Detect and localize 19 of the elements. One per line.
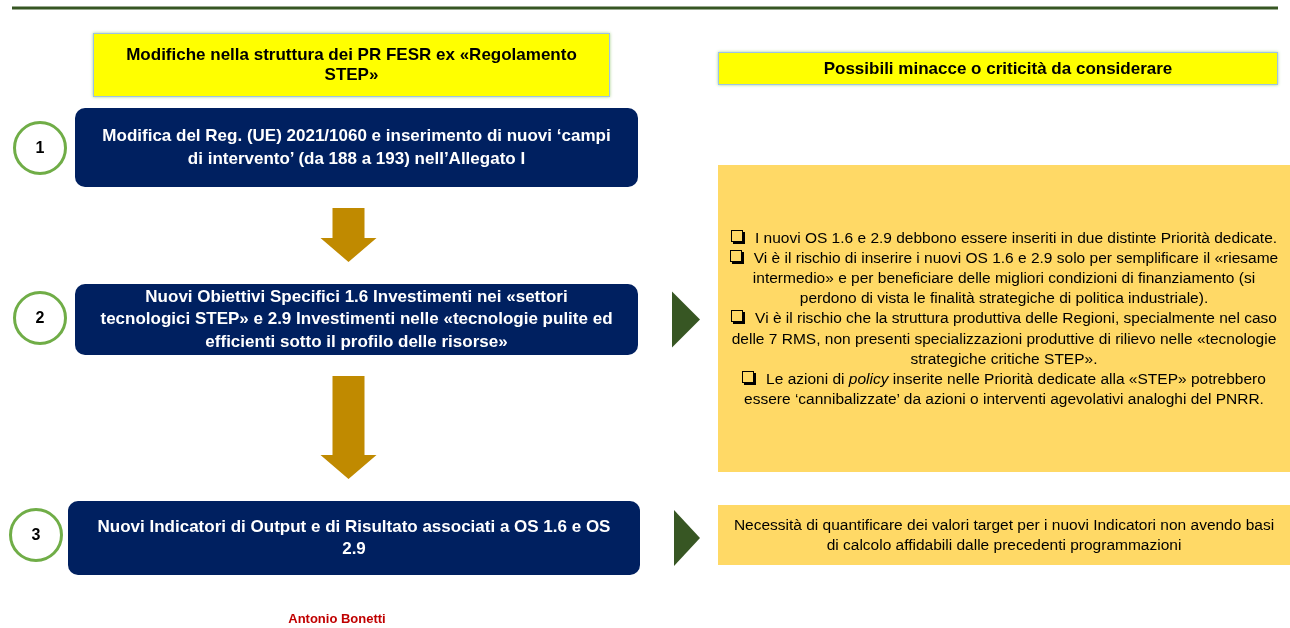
bullet-text: Le azioni di policy inserite nelle Priorità dedicate alla «STEP» potrebbero essere ‘cannibalizzate’ da azioni o interventi agevolativi analoghi del PNRR. xyxy=(741,368,1267,409)
bullet-text: Vi è il rischio di inserire i nuovi OS 1.6 e 2.9 solo per semplificare il «riesame intermedio» e per beneficiare delle migliori condizioni di finanziamento (si perdono di vista le finalità strategiche di politica industriale). xyxy=(726,248,1282,309)
note-box xyxy=(718,165,1290,472)
header-banner: Modifiche nella struttura dei PR FESR ex «Regolamento STEP» xyxy=(93,33,610,97)
chevron-arrow xyxy=(674,510,700,566)
header-banner: Possibili minacce o criticità da considerare xyxy=(718,52,1278,85)
process-box: Modifica del Reg. (UE) 2021/1060 e inserimento di nuovi ‘campi di intervento’ (da 188 a 193) nell’Allegato I xyxy=(75,108,638,187)
step-number: 1 xyxy=(13,121,67,175)
step-number: 2 xyxy=(13,291,67,345)
step-number: 3 xyxy=(9,508,63,562)
block-arrow xyxy=(320,208,377,262)
author-credit: Antonio Bonetti xyxy=(288,611,386,626)
bullet-text: Vi è il rischio che la struttura produttiva delle Regioni, specialmente nel caso delle 7 RMS, non presenti specializzazioni produttive di rilievo nelle «tecnologie strategiche critiche STEP». xyxy=(730,308,1278,369)
process-box: Nuovi Indicatori di Output e di Risultato associati a OS 1.6 e OS 2.9 xyxy=(68,501,640,575)
chevron-arrow xyxy=(672,291,700,348)
process-box: Nuovi Obiettivi Specifici 1.6 Investimenti nei «settori tecnologici STEP» e 2.9 Investimenti nelle «tecnologie pulite ed efficienti sotto il profilo delle risorse» xyxy=(75,284,638,355)
block-arrow xyxy=(320,376,377,479)
bullet-text: I nuovi OS 1.6 e 2.9 debbono essere inseriti in due distinte Priorità dedicate. xyxy=(730,227,1278,248)
note-box: Necessità di quantificare dei valori target per i nuovi Indicatori non avendo basi di calcolo affidabili dalle precedenti programmazioni xyxy=(718,505,1290,565)
